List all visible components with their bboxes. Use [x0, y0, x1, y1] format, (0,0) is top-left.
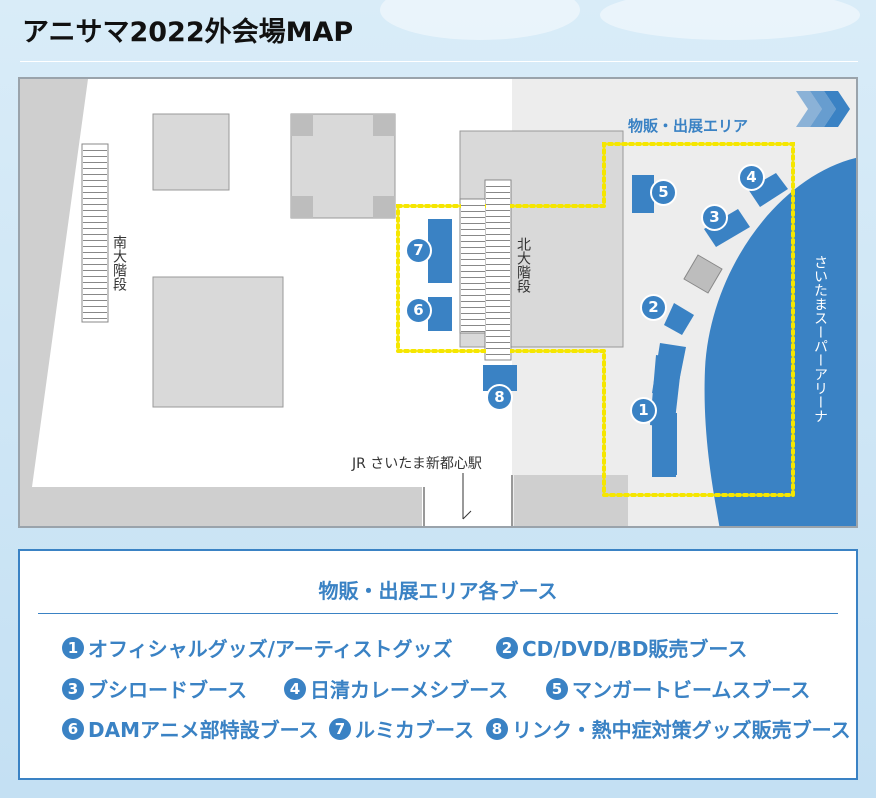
sales-area-outline — [396, 142, 795, 497]
map-drawing — [20, 79, 856, 526]
legend-item-1[interactable]: 1 オフィシャルグッズ/アーティストグッズ — [62, 633, 453, 662]
legend-item-8[interactable]: 8 リンク・熱中症対策グッズ販売ブース — [486, 714, 851, 743]
legend-number: 7 — [329, 717, 351, 740]
north-stairs-steps — [486, 181, 510, 359]
booth-marker-4[interactable]: 4 — [738, 164, 765, 191]
legend-item-5[interactable]: 5 マンガートビームスブース — [546, 674, 810, 703]
south-stairs-label: 南大階段 — [111, 235, 127, 291]
north-stairs-label: 北大階段 — [515, 237, 531, 293]
arena-label: さいたまスーパーアリーナ — [812, 255, 828, 423]
legend-label: ルミカブース — [355, 718, 474, 742]
station-entrance — [424, 487, 512, 526]
booth-marker-5[interactable]: 5 — [650, 179, 677, 206]
arena-building — [704, 158, 856, 526]
legend-number: 8 — [486, 717, 508, 740]
sales-area-label: 物販・出展エリア — [628, 117, 749, 135]
legend-label: オフィシャルグッズ/アーティストグッズ — [88, 637, 453, 661]
legend-item-2[interactable]: 2 CD/DVD/BD販売ブース — [496, 633, 747, 662]
boundary-block — [514, 475, 628, 526]
legend-item-7[interactable]: 7 ルミカブース — [329, 714, 474, 743]
legend-label: マンガートビームスブース — [572, 678, 811, 702]
legend-label: DAMアニメ部特設ブース — [88, 718, 319, 742]
booth-marker-2[interactable]: 2 — [640, 294, 667, 321]
south-stairs-steps — [83, 145, 107, 321]
legend-number: 3 — [62, 677, 84, 700]
legend-number: 5 — [546, 677, 568, 700]
legend-number: 2 — [496, 636, 518, 659]
north-stairs-steps — [461, 200, 485, 332]
building-block — [152, 113, 230, 191]
booth-marker-1[interactable]: 1 — [630, 397, 657, 424]
cloud-decoration — [380, 0, 580, 40]
legend-title: 物販・出展エリア各ブース — [318, 579, 558, 603]
page-title: アニサマ2022外会場MAP — [22, 17, 354, 48]
cloud-decoration — [600, 0, 860, 40]
legend-label: 日清カレーメシブース — [310, 678, 509, 702]
legend-item-4[interactable]: 4 日清カレーメシブース — [284, 674, 508, 703]
direction-chevrons — [796, 91, 850, 127]
venue-map: 物販・出展エリア 南大階段 北大階段 さいたまスーパーアリーナ JR さいたま新… — [18, 77, 858, 528]
legend-item-6[interactable]: 6 DAMアニメ部特設ブース — [62, 714, 319, 743]
boundary-wall-left — [20, 79, 422, 526]
legend-number: 4 — [284, 677, 306, 700]
legend-label: リンク・熱中症対策グッズ販売ブース — [512, 718, 851, 742]
legend-label: ブシロードブース — [88, 678, 247, 702]
gray-booth — [683, 254, 723, 294]
booth-marker-7[interactable]: 7 — [405, 237, 432, 264]
legend-item-3[interactable]: 3 ブシロードブース — [62, 674, 247, 703]
station-label: JR さいたま新都心駅 — [352, 456, 482, 472]
legend-number: 1 — [62, 636, 84, 659]
booth-legend: 物販・出展エリア各ブース 1 オフィシャルグッズ/アーティストグッズ 2 CD/… — [18, 549, 858, 780]
booth-marker-8[interactable]: 8 — [486, 384, 513, 411]
booth-marker-3[interactable]: 3 — [701, 204, 728, 231]
legend-label: CD/DVD/BD販売ブース — [522, 637, 748, 661]
legend-number: 6 — [62, 717, 84, 740]
booth-marker-6[interactable]: 6 — [405, 297, 432, 324]
legend-divider — [38, 613, 838, 614]
title-divider — [20, 61, 858, 62]
building-block — [152, 276, 284, 408]
